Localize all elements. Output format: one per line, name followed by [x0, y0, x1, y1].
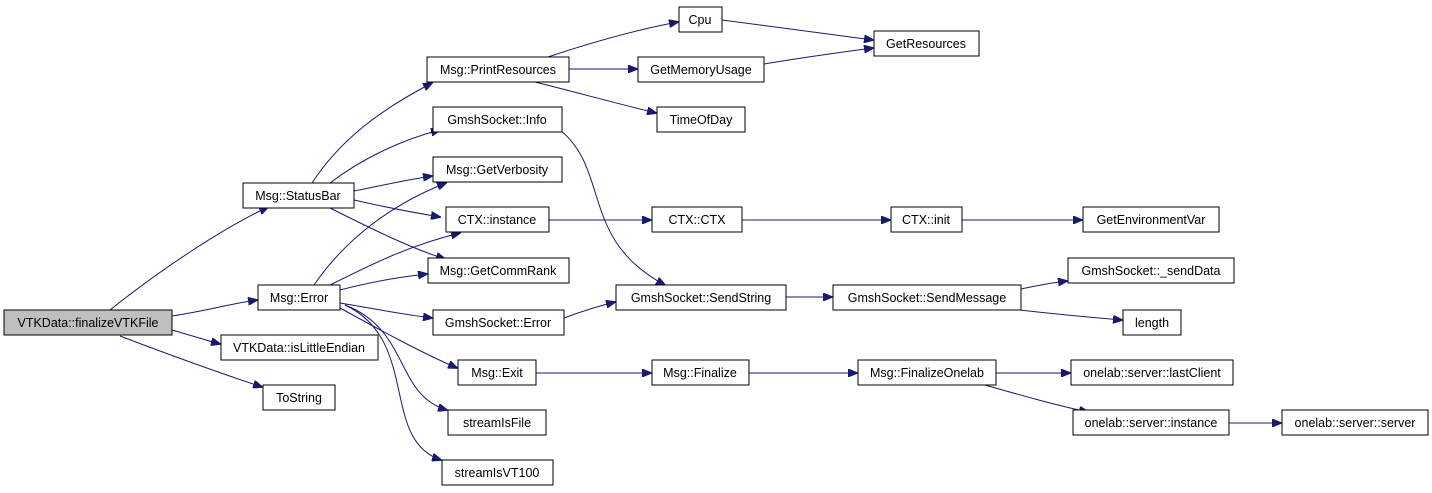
node-label: VTKData::isLittleEndian [233, 341, 365, 355]
node-msg-status-bar[interactable]: Msg::StatusBar [242, 182, 355, 209]
node-length[interactable]: length [1122, 309, 1182, 336]
node-msg-print-resources[interactable]: Msg::PrintResources [426, 56, 570, 83]
node-get-memory-usage[interactable]: GetMemoryUsage [637, 56, 765, 83]
node-to-string[interactable]: ToString [262, 384, 336, 411]
node-label: ToString [276, 391, 322, 405]
node-cpu[interactable]: Cpu [678, 6, 723, 33]
edge-error-streamfile [344, 304, 447, 410]
node-label: CTX::CTX [669, 213, 727, 227]
edge-statusbar-ctxinst [353, 199, 440, 217]
edge-error-sockerror [339, 302, 432, 318]
node-onelab-server-instance[interactable]: onelab::server::instance [1072, 409, 1230, 436]
edge-error-msgexit [339, 307, 457, 368]
node-label: GetResources [886, 37, 966, 51]
node-onelab-server-server[interactable]: onelab::server::server [1281, 409, 1429, 436]
node-onelab-server-last-client[interactable]: onelab::server::lastClient [1070, 359, 1234, 386]
node-stream-is-file[interactable]: streamIsFile [447, 409, 547, 436]
edge-finalize-error [171, 300, 257, 317]
nodes: VTKData::finalizeVTKFile Msg::StatusBar … [3, 6, 1429, 486]
node-get-resources[interactable]: GetResources [873, 30, 980, 57]
node-msg-get-verbosity[interactable]: Msg::GetVerbosity [432, 156, 563, 183]
node-msg-get-comm-rank[interactable]: Msg::GetCommRank [427, 257, 570, 284]
node-vtkdata-is-little-endian[interactable]: VTKData::isLittleEndian [220, 334, 379, 361]
edge-statusbar-getverb [353, 176, 432, 192]
node-label: onelab::server::server [1295, 416, 1416, 430]
edge-sockerror-sendstring [563, 302, 615, 319]
edge-printres-timeofday [534, 81, 656, 113]
edge-cpu-getres [721, 19, 873, 40]
node-gmshsocket-error[interactable]: GmshSocket::Error [432, 309, 565, 336]
node-label: length [1135, 316, 1169, 330]
node-label: Msg::Exit [471, 366, 523, 380]
node-label: Msg::Error [270, 291, 328, 305]
edge-error-ctxinst [329, 233, 460, 286]
edge-sendmessage-senddata [1020, 281, 1067, 290]
node-label: GmshSocket::SendMessage [848, 291, 1006, 305]
node-gmshsocket-info[interactable]: GmshSocket::Info [432, 106, 563, 133]
node-label: GetEnvironmentVar [1097, 213, 1206, 227]
node-label: GmshSocket::Info [447, 113, 546, 127]
node-gmshsocket-send-message[interactable]: GmshSocket::SendMessage [832, 284, 1022, 311]
node-msg-error[interactable]: Msg::Error [257, 284, 341, 311]
edge-sockinfo-sendstring [559, 129, 665, 285]
node-label: onelab::server::instance [1085, 416, 1218, 430]
node-ctx-init[interactable]: CTX::init [890, 206, 963, 233]
node-time-of-day[interactable]: TimeOfDay [656, 106, 746, 133]
node-label: Msg::Finalize [663, 366, 737, 380]
node-label: VTKData::finalizeVTKFile [17, 316, 158, 330]
node-label: GetMemoryUsage [650, 63, 751, 77]
node-label: TimeOfDay [670, 113, 733, 127]
edge-statusbar-getcomm [329, 207, 445, 259]
edge-error-streamvt [344, 304, 441, 460]
node-get-environment-var[interactable]: GetEnvironmentVar [1082, 206, 1220, 233]
edge-error-getcomm [339, 274, 427, 291]
node-msg-finalize-onelab[interactable]: Msg::FinalizeOnelab [857, 359, 997, 386]
node-label: streamIsVT100 [455, 466, 540, 480]
node-msg-finalize[interactable]: Msg::Finalize [651, 359, 750, 386]
edge-statusbar-printres [311, 83, 432, 184]
node-label: GmshSocket::_sendData [1082, 264, 1221, 278]
edge-printres-cpu [547, 22, 678, 58]
edge-statusbar-sockinfo [329, 130, 440, 184]
node-label: Msg::StatusBar [255, 189, 340, 203]
edges [109, 19, 1281, 460]
node-label: streamIsFile [463, 416, 531, 430]
edge-finalize-tostring [119, 335, 262, 387]
node-label: Msg::GetCommRank [440, 264, 557, 278]
node-ctx-ctx[interactable]: CTX::CTX [651, 206, 743, 233]
edge-sendmessage-length [1009, 308, 1122, 320]
edge-finalize-islittle [171, 329, 220, 344]
node-label: Msg::FinalizeOnelab [870, 366, 984, 380]
node-label: onelab::server::lastClient [1083, 366, 1221, 380]
edge-getmem-getres [763, 48, 873, 65]
node-stream-is-vt100[interactable]: streamIsVT100 [441, 459, 554, 486]
node-label: CTX::init [902, 213, 950, 227]
node-msg-exit[interactable]: Msg::Exit [457, 359, 537, 386]
node-label: GmshSocket::SendString [631, 291, 771, 305]
node-ctx-instance[interactable]: CTX::instance [445, 206, 550, 233]
node-label: Msg::GetVerbosity [446, 163, 549, 177]
node-label: Msg::PrintResources [440, 63, 556, 77]
edge-finonelab-srvinstance [984, 384, 1088, 412]
edge-error-getverb [313, 183, 446, 286]
node-finalize-vtk-file[interactable]: VTKData::finalizeVTKFile [3, 309, 173, 336]
node-label: Cpu [689, 13, 712, 27]
node-gmshsocket-send-data[interactable]: GmshSocket::_sendData [1067, 257, 1235, 284]
edge-finalize-statusbar [109, 207, 268, 311]
node-label: CTX::instance [458, 213, 537, 227]
node-label: GmshSocket::Error [445, 316, 551, 330]
node-gmshsocket-send-string[interactable]: GmshSocket::SendString [615, 284, 787, 311]
